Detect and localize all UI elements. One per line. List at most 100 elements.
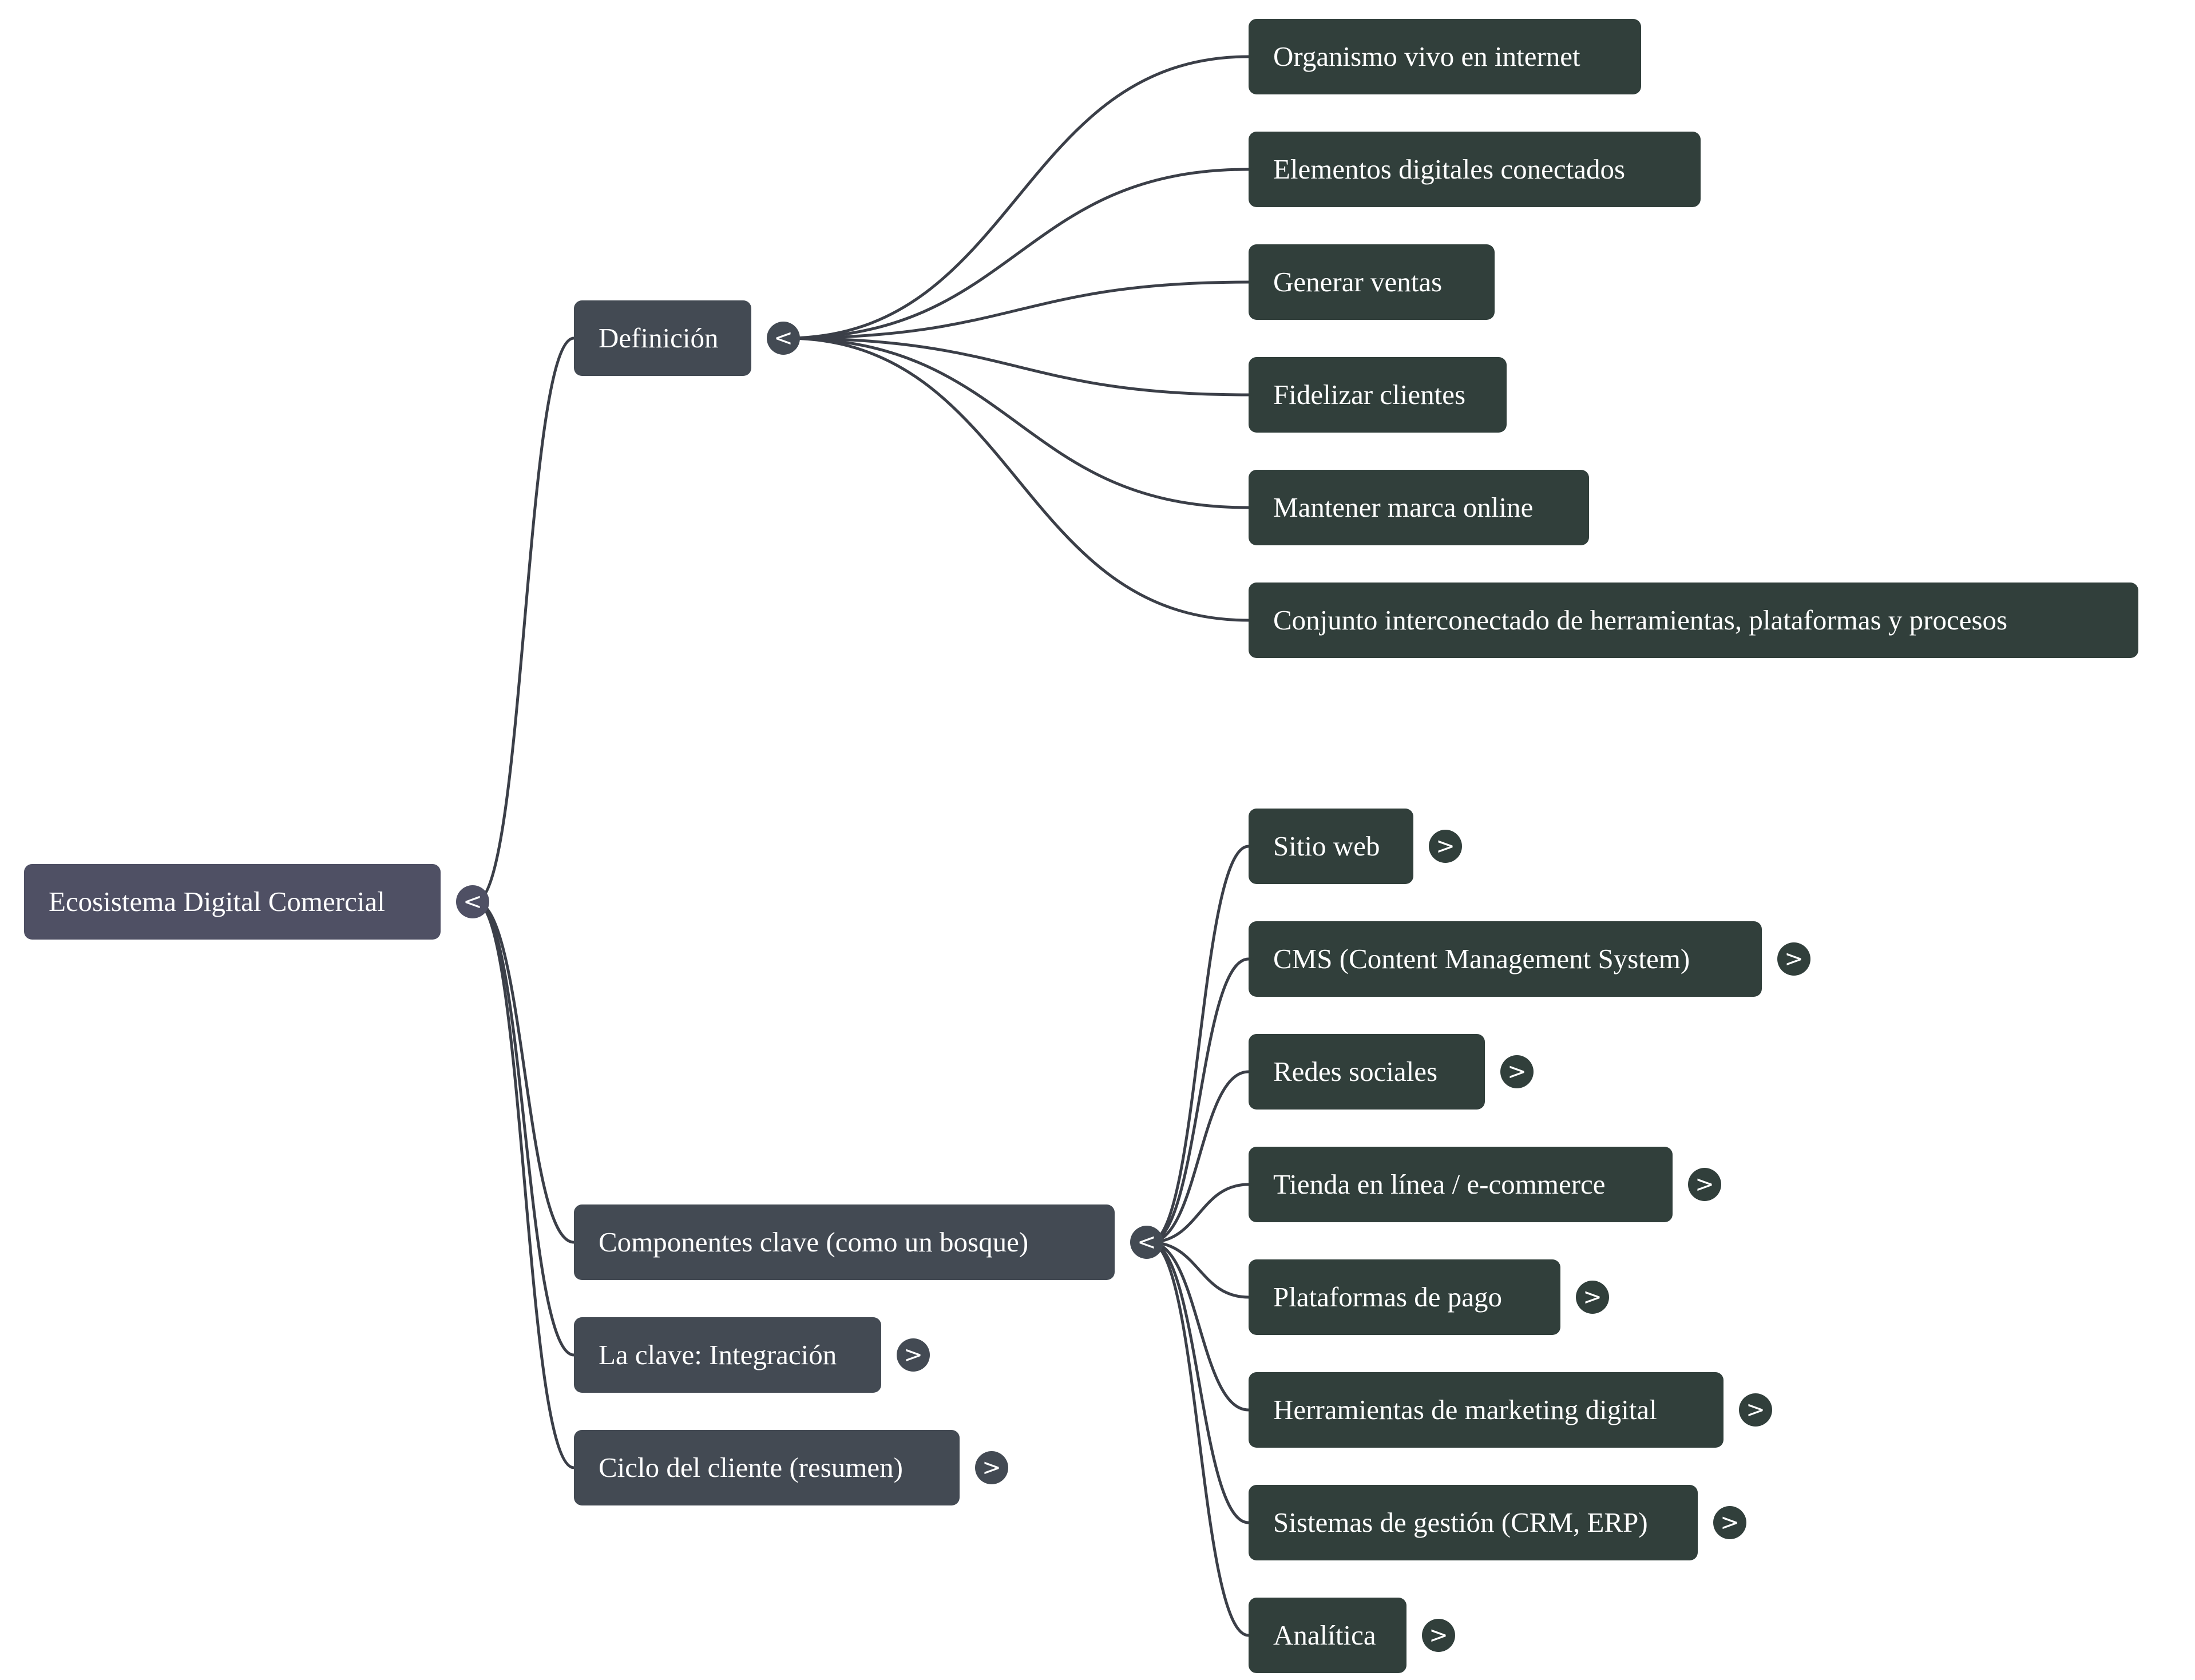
leaf-1-2-expand-toggle[interactable]: > [1500, 1055, 1534, 1088]
leaf-node-0-4[interactable]: Mantener marca online [1249, 470, 1589, 545]
leaf-node-0-3-box[interactable] [1249, 357, 1507, 433]
leaf-node-1-0-label: Sitio web [1273, 830, 1380, 862]
branch-0-toggle-glyph: < [774, 325, 793, 351]
branch-2-toggle-glyph: > [904, 1342, 923, 1368]
leaf-node-0-2-box[interactable] [1249, 244, 1495, 320]
leaf-1-2-expand-toggle-glyph: > [1507, 1059, 1527, 1085]
leaf-1-7-expand-toggle[interactable]: > [1422, 1619, 1455, 1652]
link-branch-1-to-leaf-0 [1149, 845, 1249, 1244]
leaf-node-0-1-box[interactable] [1249, 132, 1701, 207]
branch-3-toggle-circle[interactable] [975, 1451, 1008, 1484]
branch-0-toggle-circle[interactable] [767, 322, 800, 355]
leaf-node-1-1-box[interactable] [1249, 921, 1762, 997]
leaf-node-0-0[interactable]: Organismo vivo en internet [1249, 19, 1641, 94]
branch-node-0-box[interactable] [574, 300, 751, 376]
leaf-node-1-3[interactable]: Tienda en línea / e-commerce [1249, 1147, 1673, 1222]
leaf-node-0-4-box[interactable] [1249, 470, 1589, 545]
link-branch-0-to-leaf-4 [786, 336, 1249, 509]
branch-node-2-label: La clave: Integración [599, 1339, 837, 1370]
leaf-1-4-expand-toggle[interactable]: > [1576, 1281, 1609, 1314]
link-branch-1-to-leaf-4 [1149, 1241, 1249, 1299]
branch-2-toggle-circle[interactable] [897, 1338, 930, 1372]
branch-node-3-box[interactable] [574, 1430, 960, 1505]
branch-3-toggle-glyph: > [982, 1455, 1001, 1481]
leaf-node-0-1[interactable]: Elementos digitales conectados [1249, 132, 1701, 207]
root-collapse-toggle-glyph: < [463, 889, 482, 915]
leaf-node-0-2[interactable]: Generar ventas [1249, 244, 1495, 320]
link-root-to-branch-1 [475, 900, 574, 1244]
leaf-1-5-expand-toggle[interactable]: > [1739, 1393, 1772, 1427]
leaf-1-3-expand-toggle-glyph: > [1695, 1171, 1714, 1198]
leaf-1-0-expand-toggle[interactable]: > [1429, 830, 1462, 863]
leaf-1-5-expand-toggle-glyph: > [1746, 1397, 1765, 1423]
leaf-node-0-5[interactable]: Conjunto interconectado de herramientas,… [1249, 583, 2138, 658]
leaf-1-1-expand-toggle[interactable]: > [1777, 942, 1810, 976]
branch-3-toggle[interactable]: > [975, 1451, 1008, 1484]
branch-node-0[interactable]: Definición [574, 300, 751, 376]
leaf-node-1-6[interactable]: Sistemas de gestión (CRM, ERP) [1249, 1485, 1698, 1560]
leaf-1-4-expand-toggle-circle[interactable] [1576, 1281, 1609, 1314]
branch-2-toggle[interactable]: > [897, 1338, 930, 1372]
leaf-node-0-2-label: Generar ventas [1273, 266, 1442, 298]
leaf-node-1-5[interactable]: Herramientas de marketing digital [1249, 1372, 1723, 1448]
leaf-node-1-0[interactable]: Sitio web [1249, 809, 1413, 884]
branch-0-toggle[interactable]: < [767, 322, 800, 355]
link-branch-1-to-leaf-1 [1149, 957, 1249, 1244]
leaf-1-1-expand-toggle-circle[interactable] [1777, 942, 1810, 976]
leaf-node-1-4-box[interactable] [1249, 1259, 1560, 1335]
leaf-node-1-4[interactable]: Plataformas de pago [1249, 1259, 1560, 1335]
leaf-node-0-4-label: Mantener marca online [1273, 492, 1533, 523]
leaf-node-1-7[interactable]: Analítica [1249, 1598, 1406, 1673]
root-node[interactable]: Ecosistema Digital Comercial [24, 864, 441, 940]
leaf-node-1-3-label: Tienda en línea / e-commerce [1273, 1168, 1606, 1200]
leaf-node-1-7-label: Analítica [1273, 1619, 1376, 1651]
leaf-node-1-2-box[interactable] [1249, 1034, 1485, 1110]
leaf-1-3-expand-toggle[interactable]: > [1688, 1168, 1721, 1201]
link-branch-0-to-leaf-2 [786, 280, 1249, 340]
leaf-node-1-4-label: Plataformas de pago [1273, 1281, 1502, 1313]
branch-node-0-label: Definición [599, 322, 719, 354]
branch-node-1-box[interactable] [574, 1204, 1115, 1280]
leaf-node-1-1[interactable]: CMS (Content Management System) [1249, 921, 1762, 997]
link-branch-1-to-leaf-6 [1149, 1241, 1249, 1524]
leaf-1-5-expand-toggle-circle[interactable] [1739, 1393, 1772, 1427]
root-node-box[interactable] [24, 864, 441, 940]
leaf-node-1-6-label: Sistemas de gestión (CRM, ERP) [1273, 1507, 1648, 1538]
branch-node-3[interactable]: Ciclo del cliente (resumen) [574, 1430, 960, 1505]
leaf-node-1-0-box[interactable] [1249, 809, 1413, 884]
link-branch-0-to-leaf-3 [786, 336, 1249, 397]
leaf-node-1-3-box[interactable] [1249, 1147, 1673, 1222]
leaf-1-2-expand-toggle-circle[interactable] [1500, 1055, 1534, 1088]
root-collapse-toggle[interactable]: < [456, 885, 489, 918]
leaf-1-0-expand-toggle-circle[interactable] [1429, 830, 1462, 863]
branch-node-3-label: Ciclo del cliente (resumen) [599, 1452, 903, 1483]
leaf-1-6-expand-toggle-circle[interactable] [1713, 1506, 1746, 1539]
leaf-node-1-2[interactable]: Redes sociales [1249, 1034, 1485, 1110]
leaf-node-1-7-box[interactable] [1249, 1598, 1406, 1673]
root-node-label: Ecosistema Digital Comercial [49, 886, 385, 917]
branch-node-1[interactable]: Componentes clave (como un bosque) [574, 1204, 1115, 1280]
leaf-node-0-5-box[interactable] [1249, 583, 2138, 658]
link-root-to-branch-0 [475, 336, 574, 904]
branch-1-toggle[interactable]: < [1130, 1226, 1163, 1259]
root-collapse-toggle-circle[interactable] [456, 885, 489, 918]
link-branch-1-to-leaf-3 [1149, 1183, 1249, 1244]
leaf-node-0-3[interactable]: Fidelizar clientes [1249, 357, 1507, 433]
link-branch-0-to-leaf-1 [786, 168, 1249, 340]
link-root-to-branch-3 [475, 900, 574, 1469]
branch-node-2-box[interactable] [574, 1317, 881, 1393]
branch-node-2[interactable]: La clave: Integración [574, 1317, 881, 1393]
leaf-1-3-expand-toggle-circle[interactable] [1688, 1168, 1721, 1201]
link-root-to-branch-2 [475, 900, 574, 1357]
leaf-node-1-5-box[interactable] [1249, 1372, 1723, 1448]
leaf-node-1-1-label: CMS (Content Management System) [1273, 943, 1690, 974]
leaf-1-6-expand-toggle[interactable]: > [1713, 1506, 1746, 1539]
branch-1-toggle-circle[interactable] [1130, 1226, 1163, 1259]
leaf-node-0-0-box[interactable] [1249, 19, 1641, 94]
connector-lines [475, 55, 1249, 1637]
leaf-1-7-expand-toggle-circle[interactable] [1422, 1619, 1455, 1652]
leaf-node-1-5-label: Herramientas de marketing digital [1273, 1394, 1657, 1425]
link-branch-1-to-leaf-2 [1149, 1070, 1249, 1244]
leaf-node-1-6-box[interactable] [1249, 1485, 1698, 1560]
